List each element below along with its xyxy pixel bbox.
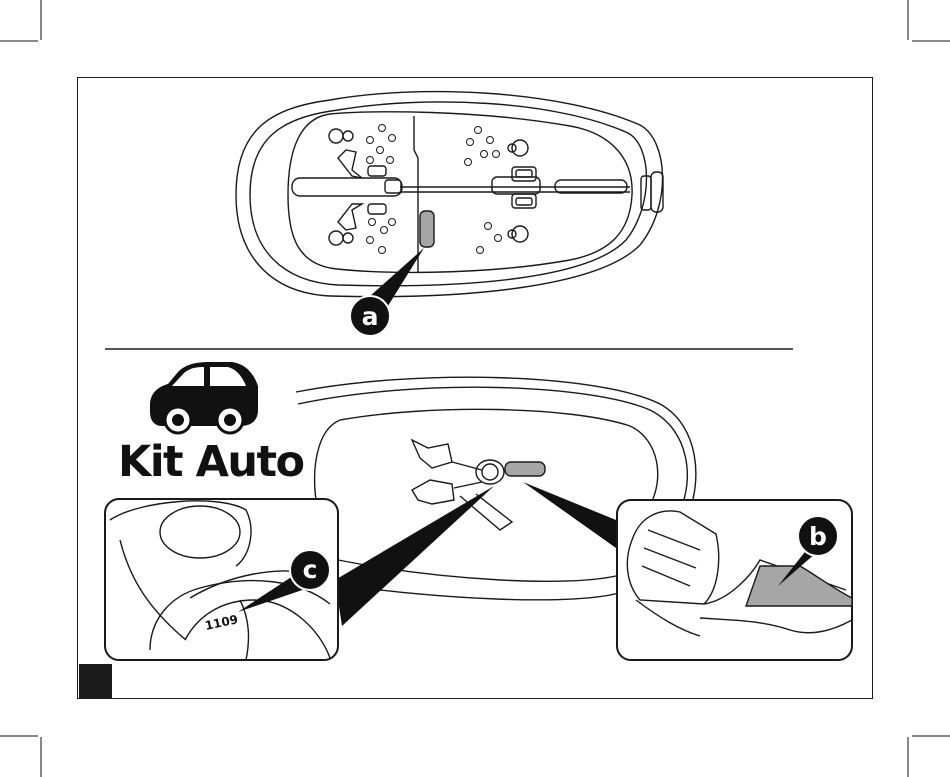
detail-c-pointer [335, 486, 494, 626]
svg-text:a: a [362, 302, 379, 331]
kit-auto-title: Kit Auto [118, 436, 304, 488]
callout-c: c [290, 550, 330, 590]
page-tab-marker [79, 664, 112, 698]
car-icon [150, 362, 258, 433]
detail-b-pointer [523, 482, 616, 548]
highlighted-slot-a [420, 211, 434, 247]
highlighted-strap-b [505, 462, 545, 476]
svg-text:c: c [303, 555, 318, 584]
callout-a: a [350, 296, 390, 336]
callout-b: b [798, 516, 838, 556]
svg-text:b: b [809, 522, 827, 551]
carrycot-base-top-view [236, 92, 663, 297]
